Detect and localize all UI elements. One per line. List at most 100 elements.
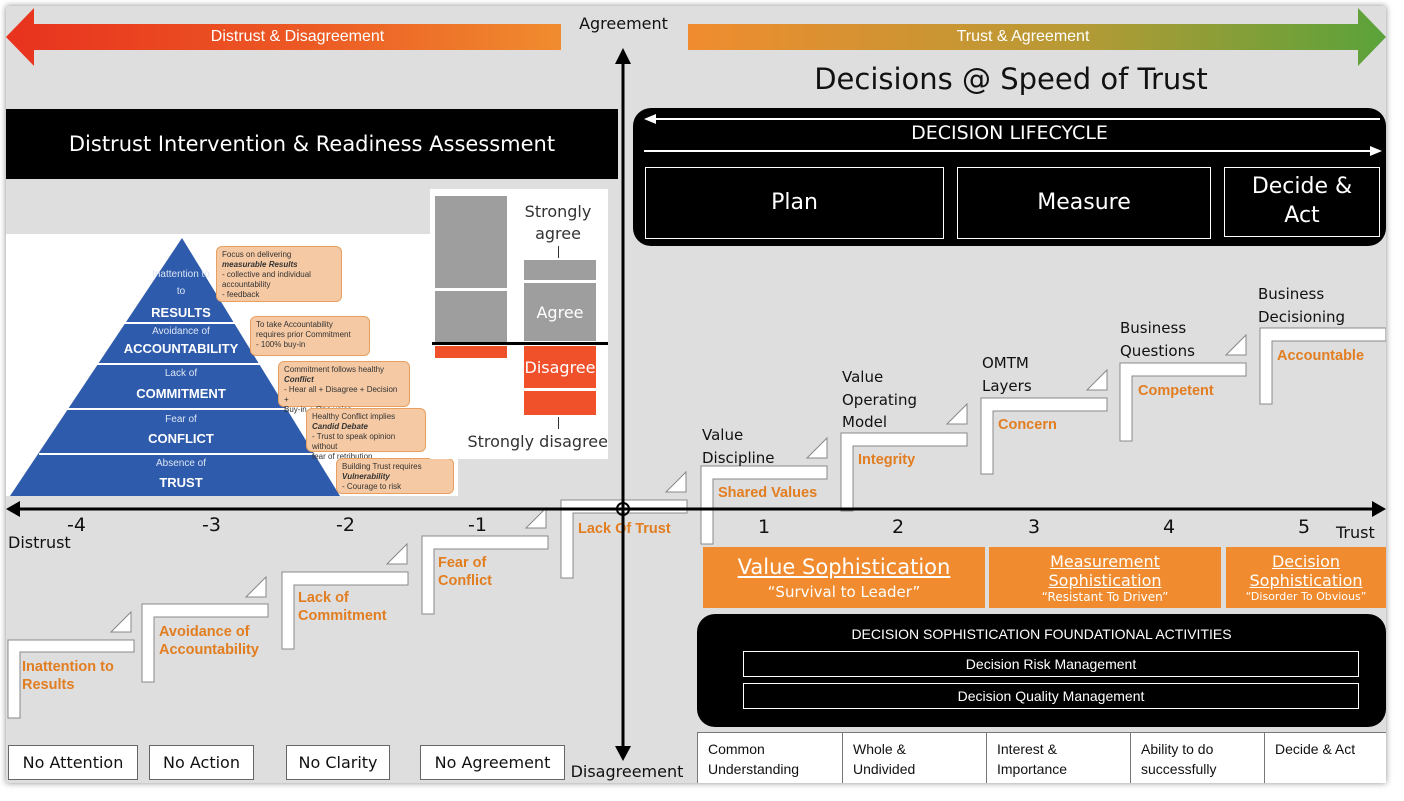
lifecycle-arrows [644,114,1382,156]
assessment-title: Distrust Intervention & Readiness Assess… [6,109,618,179]
soph-title: Decision [1271,552,1341,571]
callout-line: Focus on delivering [222,250,292,259]
axis-tick: 4 [1163,516,1176,538]
pos-step-label: Business Decisioning [1258,285,1346,326]
phase-measure: Measure [957,167,1211,239]
likert-tick [558,246,559,258]
foundational-title: DECISION SOPHISTICATION FOUNDATIONAL ACT… [851,626,1232,642]
callout-line: - Courage to risk [342,482,402,491]
pyramid-level-big: TRUST [159,475,203,490]
table-cell: Ability to do successfully [1131,733,1265,783]
bottom-table: Common Understanding Whole & Undivided I… [697,732,1386,783]
distrust-arrow [6,8,561,66]
pyramid-level-small: Fear of [165,414,197,425]
neg-step-label: Lack of Commitment [298,590,387,625]
callout-line: - Hear all + Disagree + Decision + [284,385,398,404]
cell-line: Undivided [853,761,916,778]
callout-line: Vulnerability [342,472,390,481]
likert-strongly-agree-bar [524,260,596,280]
axis-tick: 5 [1298,516,1311,538]
callout-line: - feedback [222,290,260,299]
pos-step-value: Concern [998,417,1057,433]
likert-strongly-disagree-bar [524,391,596,415]
neg-step-label: Fear of Conflict [438,555,492,590]
callout-line: Commitment follows healthy [284,365,385,374]
strongly-agree-label: Strongly agree [524,202,592,243]
strongly-disagree-label: Strongly disagree [467,432,608,451]
axis-tick: -2 [336,514,355,536]
pyramid-level-small: Inattention to [152,269,210,280]
neg-step-label: Avoidance of Accountability [159,624,259,659]
pyramid-level-small: Lack of [164,368,198,379]
axis-tick: -3 [202,514,221,536]
neg-step-label: Inattention to Results [22,659,114,694]
pyramid-level-big: RESULTS [151,305,211,320]
callout-line: Building Trust requires [342,462,422,471]
callout-trust: Building Trust requires Vulnerability - … [336,458,454,494]
callout-results: Focus on delivering measurable Results -… [216,246,342,302]
phase-plan: Plan [645,167,944,239]
callout-line: To take Accountability [256,320,333,329]
phase-decide-act: Decide & Act [1224,167,1380,237]
decision-lifecycle [633,108,1386,246]
callout-line: accountability [222,280,271,289]
likert-bar-top [435,196,507,288]
callout-conflict: Healthy Conflict implies Candid Debate -… [306,408,426,461]
table-cell: Decide & Act [1265,733,1386,783]
disagree-label: Disagree [524,346,596,388]
pos-step-value: Accountable [1277,348,1365,364]
pyramid [10,238,340,496]
callout-line: measurable Results [222,260,298,269]
risk-management: Decision Risk Management [743,651,1359,677]
soph-sub: “Survival to Leader” [767,582,921,601]
callout-line: - collective and individual [222,270,311,279]
axis-tick: 3 [1028,516,1041,538]
likert-neutral-line [432,342,608,345]
cell-line: Understanding [708,761,800,778]
callout-line: fear of retribution [312,452,373,461]
no-action-box: No Action [149,745,254,780]
callout-commitment: Commitment follows healthy Conflict - He… [278,361,410,414]
likert-bar-mid [435,291,507,343]
pyramid-level-big: COMMITMENT [136,386,226,401]
likert-tick [558,417,559,429]
axis-tick: 2 [892,516,905,538]
callout-line: requires prior Commitment [256,330,351,339]
pos-step-label: Business Questions [1120,319,1195,360]
table-cell: Common Understanding [698,733,843,783]
callout-line: - 100% buy-in [256,340,306,349]
callout-accountability: To take Accountability requires prior Co… [250,316,370,356]
axes [6,48,1386,761]
no-attention-box: No Attention [8,745,138,780]
pyramid-level-small: Avoidance of [152,326,210,337]
pyramid-level-results: Inattention to to [126,269,236,297]
pyramid-level-small: Absence of [155,458,207,469]
pos-step-value: Integrity [858,452,916,468]
pos-step-label: Value Operating Model [842,368,917,431]
cell-line: Common [708,741,765,757]
cell-line: Whole & [853,741,906,757]
pos-step-label: Value Discipline [702,426,775,467]
top-arrows [6,8,1386,66]
pos-step-value: Shared Values [718,485,818,501]
soph-sub: “Disorder To Obvious” [1245,590,1367,603]
pyramid-level-big: CONFLICT [148,431,214,446]
lifecycle-title: DECISION LIFECYCLE [911,122,1108,144]
callout-line: - Trust to speak opinion without [312,432,396,451]
callout-line: Candid Debate [312,422,369,431]
agreement-axis-label: Agreement [579,14,668,33]
callout-line: Conflict [284,375,314,384]
trust-arrow-label: Trust & Agreement [956,28,1090,45]
axis-tick: -1 [468,514,487,536]
main-title: Decisions @ Speed of Trust [814,62,1208,96]
quality-management: Decision Quality Management [743,683,1359,709]
slide: Distrust & Disagreement Trust & Agreemen… [6,6,1386,783]
table-cell: Whole & Undivided [843,733,987,783]
decision-sophistication: Decision Sophistication “Disorder To Obv… [1226,547,1386,608]
likert-bar-red [435,346,507,358]
no-agreement-box: No Agreement [420,745,565,780]
cell-line: Ability to do [1141,741,1214,757]
callout-line: Healthy Conflict implies [312,412,396,421]
pos-step-label: OMTM Layers [982,354,1032,395]
axis-tick: -4 [67,514,86,536]
